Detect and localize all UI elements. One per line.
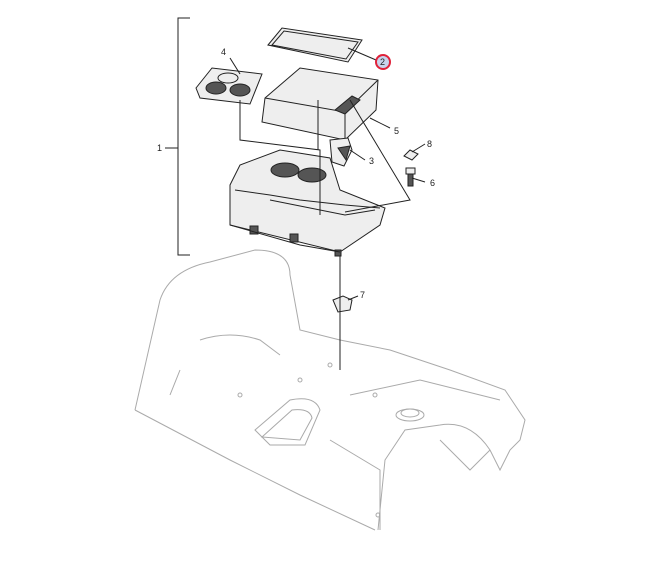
callout-6[interactable]: 6: [430, 178, 435, 188]
callout-2[interactable]: 2: [380, 57, 385, 67]
part-7-clip: [332, 295, 353, 313]
part-2-mat: [267, 27, 363, 63]
callout-2-highlight[interactable]: [375, 54, 391, 70]
part-3-latch: [329, 137, 353, 167]
console-base: [229, 149, 386, 257]
part-4-cupholder: [195, 67, 263, 105]
callout-5[interactable]: 5: [394, 126, 399, 136]
part-6-screw: [405, 167, 416, 187]
group-bracket: [165, 17, 190, 256]
callout-7[interactable]: 7: [360, 290, 365, 300]
callout-labels: 2 1 4 5 3 8 6 7: [157, 47, 435, 300]
part-8-clip: [403, 149, 419, 161]
callout-1[interactable]: 1: [157, 143, 162, 153]
part-5-lid: [261, 67, 379, 141]
leader-lines: [229, 47, 426, 370]
callout-4[interactable]: 4: [221, 47, 226, 57]
callout-3[interactable]: 3: [369, 156, 374, 166]
floor-tunnel-body: [134, 249, 526, 531]
callout-8[interactable]: 8: [427, 139, 432, 149]
